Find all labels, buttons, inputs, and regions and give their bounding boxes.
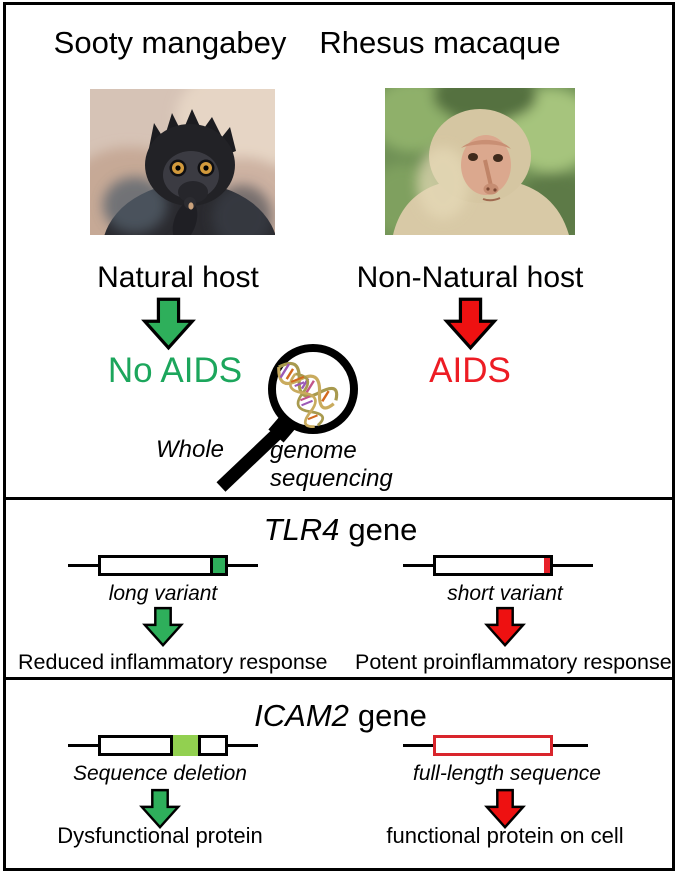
icam2-gene-name: ICAM2 [254,698,349,733]
green-down-arrow-icon [142,606,184,648]
green-down-arrow-icon [141,297,196,351]
dna-icon [277,361,339,428]
species-title-sooty-mangabey: Sooty mangabey [53,25,287,60]
gene-box [198,735,228,756]
gene-red-sliver [544,558,550,573]
icam2-deletion-label: Sequence deletion [73,762,247,785]
whole-caption: Whole [155,436,225,463]
gene-box [433,555,553,576]
gene-diagram-tlr4-short-variant [403,555,593,576]
tlr4-gene-word: gene [348,512,418,547]
red-down-arrow-icon [443,297,498,351]
tlr4-short-variant-label: short variant [447,582,563,605]
tlr4-right-result: Potent proinflammatory response [355,650,672,674]
natural-host-label: Natural host [97,261,259,294]
gene-diagram-tlr4-long-variant [68,555,258,576]
magnifier-dna-icon [216,344,358,492]
species-title-rhesus-macaque: Rhesus macaque [319,25,561,60]
icam2-full-length-label: full-length sequence [413,762,601,785]
gene-box [98,735,173,756]
gene-diagram-icam2-full-length [403,735,588,756]
tlr4-gene-name: TLR4 [263,512,340,547]
gene-box [98,555,228,576]
red-down-arrow-icon [484,606,526,648]
gene-diagram-icam2-deletion [68,735,258,756]
panel-divider-bottom [3,677,675,680]
figure-border [3,2,675,871]
icam2-right-result: functional protein on cell [386,823,624,848]
genome-sequencing-caption: genome sequencing [270,437,393,492]
gene-red-box [433,735,553,756]
non-natural-host-label: Non-Natural host [356,261,584,294]
icam2-gene-word: gene [357,698,427,733]
gene-green-block [210,555,228,576]
tlr4-long-variant-label: long variant [108,582,218,605]
rhesus-macaque-photo [385,88,575,235]
red-down-arrow-icon [484,788,526,830]
aids-label: AIDS [429,351,511,390]
gene-deletion-block [173,735,198,756]
sooty-mangabey-photo [90,89,275,235]
icam2-left-result: Dysfunctional protein [57,823,263,848]
tlr4-left-result: Reduced inflammatory response [18,650,328,674]
no-aids-label: No AIDS [107,351,243,390]
green-down-arrow-icon [139,788,181,830]
panel-divider-top [3,497,675,500]
